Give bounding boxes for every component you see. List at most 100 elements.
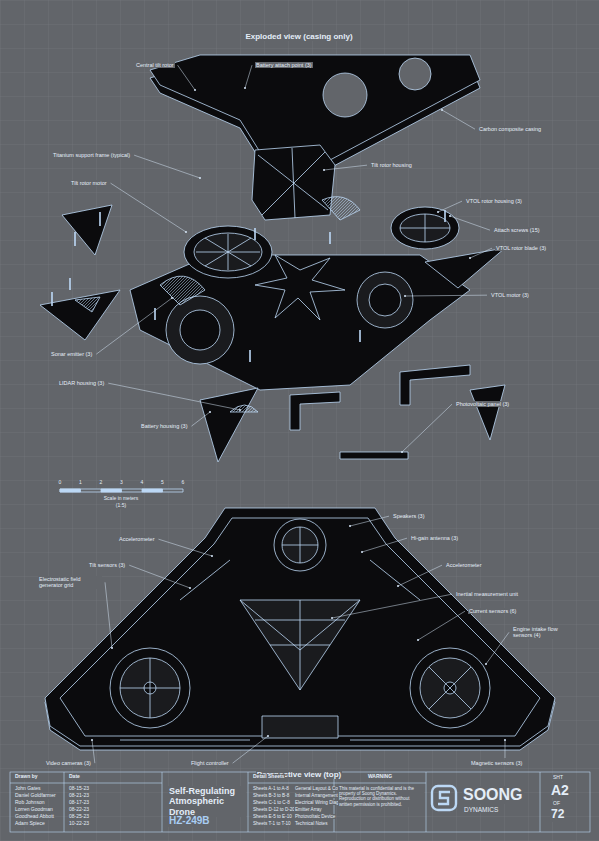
label: (1:5) [115,503,127,509]
label: WARNING [367,774,393,780]
label: Lorren Goodman [14,807,54,813]
label: 5 [160,480,165,486]
leader-dot [404,295,406,297]
callout-label: Engine intake flow sensors (4) [512,626,576,639]
leader-line [158,539,212,556]
leader-dot [211,555,213,557]
callout-label: Hi-gain antenna (3) [410,535,459,541]
label: Sheets E-5 to E-10 [252,814,293,819]
label: Exploded view (casing only) [244,32,353,41]
leader-dot [239,409,241,411]
leader-line [350,516,389,526]
leader-line [134,155,200,178]
leader-dot [244,87,246,89]
callout-label: Current sensors (6) [468,608,517,614]
leader-dot [331,617,333,619]
label: Drawn by [14,774,39,780]
leader-dot [437,211,439,213]
leader-line [245,65,252,88]
label: John Gates [14,786,42,792]
label: DYNAMICS [463,806,499,813]
callout-label: Electrostatic field generator grid [38,576,102,589]
label: Goodhead Abbott [14,814,55,820]
label: 10-22-23 [68,821,90,827]
callout-label: Battery housing (3) [140,423,188,429]
leader-dot [199,177,201,179]
leader-line [470,248,492,258]
callout-label: VTOL rotor housing (3) [465,198,523,204]
label: Sheets T-1 to T-10 [252,821,292,826]
leader-line [105,582,112,648]
label: Adam Spiece [14,821,46,827]
leader-line [362,538,407,552]
callout-label: VTOL motor (3) [490,292,530,298]
leader-dot [194,89,196,91]
callout-label: Tilt rotor housing [370,162,413,168]
leader-line [129,565,190,588]
leader-line [505,740,506,758]
callout-label: Central tilt rotor [135,62,175,68]
callout-label: Carbon composite casing [478,126,542,132]
leader-dot [349,525,351,527]
label: 08-22-23 [68,807,90,813]
leader-line [418,611,465,640]
leader-dot [189,587,191,589]
callout-label: Flight controller [190,760,230,766]
leader-dot [469,257,471,259]
leader-line [191,412,210,426]
leader-line [450,216,490,230]
label: Sheets B-3 to B-8 [252,793,290,798]
leader-dot [185,231,187,233]
leader-dot [401,451,403,453]
leader-line [92,740,95,763]
callout-label: Battery attach point (3) [255,62,313,68]
leader-dot [361,551,363,553]
label: Scale in meters [103,496,139,502]
leader-line [486,632,509,664]
callout-label: Attach screws (15) [493,227,541,233]
label: 3 [119,480,124,486]
callout-label: Accelerometer [445,562,482,568]
label: Rob Johnson [14,800,45,806]
label: Sheets A-1 to A-8 [252,786,290,791]
leader-line [233,736,268,763]
leader-dot [111,647,113,649]
leader-line [398,565,442,586]
leader-line [108,383,240,410]
label: Emitter Array [294,807,323,812]
label: OF [552,801,561,807]
label: Detail Sheets [252,774,285,780]
callout-label: Speakers (3) [392,513,426,519]
leader-line [178,65,195,90]
callout-label: VTOL rotor blade (3) [495,245,547,251]
leader-dot [441,109,443,111]
callout-label: Inertial measurement unit [455,591,519,597]
leader-line [96,298,172,354]
leader-dot [267,735,269,737]
label: Photovoltaic Device [294,814,336,819]
label: 08-25-23 [68,814,90,820]
callout-label: Tilt sensors (3) [88,562,126,568]
leader-dot [485,663,487,665]
callout-label: Magnetic sensors (3) [470,760,523,766]
leader-dot [397,585,399,587]
leader-dot [209,411,211,413]
label: Date [68,774,81,780]
label: 08-15-23 [68,786,90,792]
label: 1 [78,480,83,486]
label: Sheets C-1 to C-8 [252,800,291,805]
leader-dot [504,739,506,741]
label: Technical Notes [294,821,328,826]
label: This material is confidential and is the… [338,786,424,807]
leader-line [405,295,487,297]
label: 4 [140,480,145,486]
callout-label: Photovoltaic panel (3) [455,401,510,407]
label: SOONG [462,786,524,804]
label: 72 [550,808,565,822]
leader-line [324,165,367,170]
label: Sheets D-12 to D-20 [252,807,296,812]
label: Daniel Goldfarmer [14,793,57,799]
leader-dot [449,215,451,217]
leader-line [111,183,186,232]
leader-dot [171,297,173,299]
